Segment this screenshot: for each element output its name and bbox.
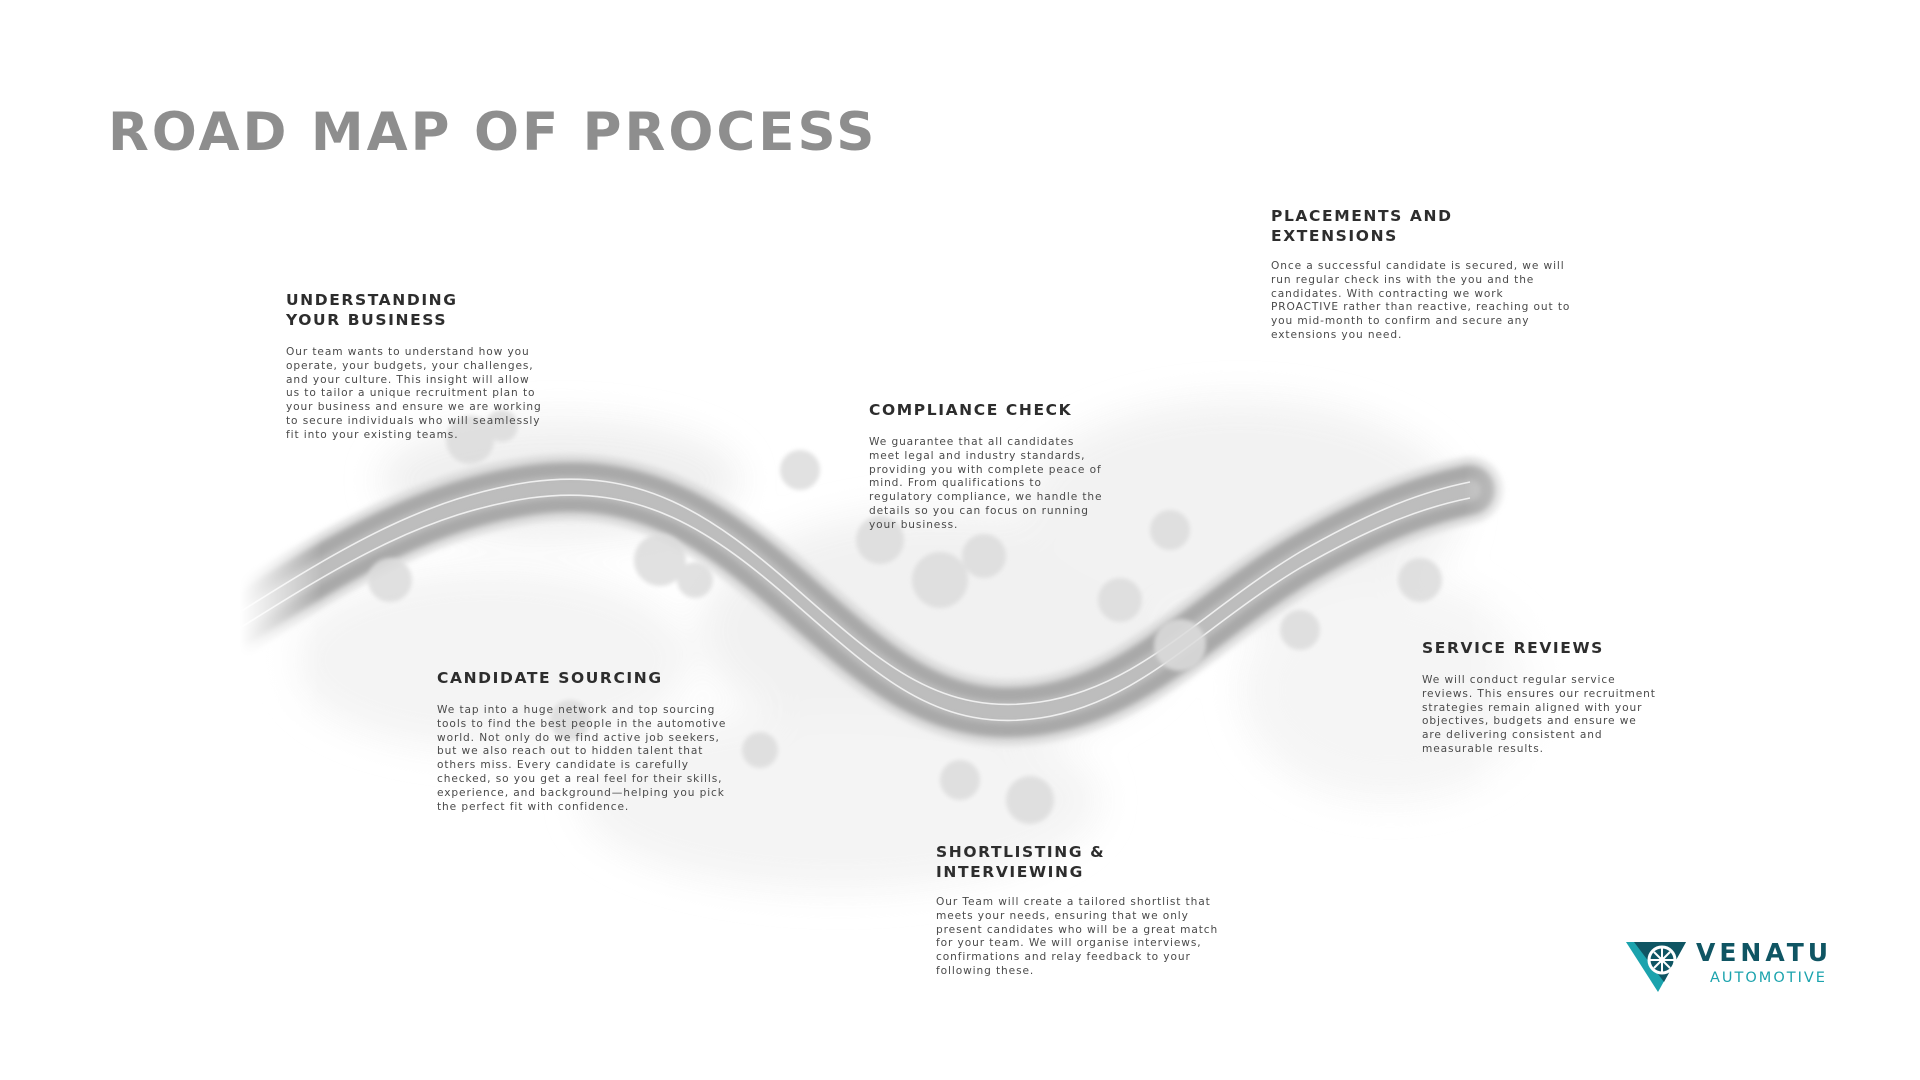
logo-wordmark: VENATU — [1696, 938, 1833, 967]
snowy-road-illustration — [240, 330, 1600, 940]
step-description: Once a successful candidate is secured, … — [1271, 260, 1571, 341]
step-description: We tap into a huge network and top sourc… — [437, 704, 727, 813]
step-description: We guarantee that all candidates meet le… — [869, 436, 1103, 531]
step-heading: PLACEMENTS AND EXTENSIONS — [1271, 207, 1453, 245]
step-heading: UNDERSTANDING YOUR BUSINESS — [286, 291, 458, 329]
step-understanding-your-business: UNDERSTANDING YOUR BUSINESS Our team wan… — [286, 290, 542, 443]
step-heading: SERVICE REVIEWS — [1422, 639, 1604, 657]
step-service-reviews: SERVICE REVIEWS We will conduct regular … — [1422, 638, 1656, 757]
step-description: We will conduct regular service reviews.… — [1422, 674, 1656, 755]
winding-road-image — [240, 330, 1600, 940]
step-description: Our Team will create a tailored shortlis… — [936, 896, 1219, 977]
step-placements-and-extensions: PLACEMENTS AND EXTENSIONS Once a success… — [1271, 206, 1570, 343]
venatu-automotive-logo: VENATU AUTOMOTIVE — [1624, 938, 1854, 994]
logo-subtitle: AUTOMOTIVE — [1710, 970, 1827, 986]
page-title: ROAD MAP OF PROCESS — [108, 102, 878, 163]
venatu-wheel-logo-icon — [1626, 942, 1686, 992]
step-heading: CANDIDATE SOURCING — [437, 669, 663, 687]
step-shortlisting-interviewing: SHORTLISTING & INTERVIEWING Our Team wil… — [936, 842, 1218, 979]
step-heading: COMPLIANCE CHECK — [869, 401, 1073, 419]
step-heading: SHORTLISTING & INTERVIEWING — [936, 843, 1106, 881]
step-candidate-sourcing: CANDIDATE SOURCING We tap into a huge ne… — [437, 668, 726, 814]
step-description: Our team wants to understand how you ope… — [286, 346, 542, 441]
step-compliance-check: COMPLIANCE CHECK We guarantee that all c… — [869, 400, 1102, 533]
